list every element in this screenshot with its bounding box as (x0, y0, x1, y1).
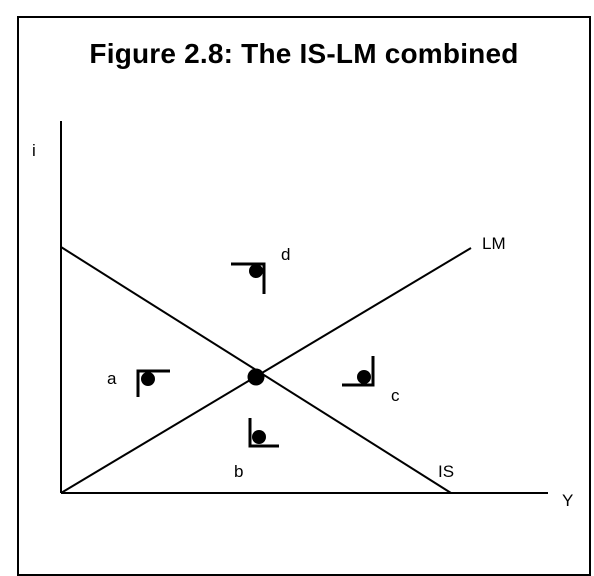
lower-right-corner-with-dot-icon (342, 356, 375, 387)
region-d-label: d (281, 245, 290, 264)
lm-curve (60, 247, 472, 494)
y-axis-label: i (32, 141, 36, 160)
x-axis-label: Y (562, 491, 573, 510)
upper-left-corner-with-dot-icon (136, 369, 170, 397)
is-label: IS (438, 462, 454, 481)
lower-left-corner-with-dot-icon (248, 418, 279, 448)
equilibrium-point (247, 368, 265, 386)
region-b-label: b (234, 462, 243, 481)
upper-right-corner-with-dot-icon (231, 262, 266, 294)
lm-label: LM (482, 234, 506, 253)
figure-title: Figure 2.8: The IS-LM combined (89, 38, 519, 69)
region-c-label: c (391, 386, 400, 405)
region-a-label: a (107, 369, 117, 388)
